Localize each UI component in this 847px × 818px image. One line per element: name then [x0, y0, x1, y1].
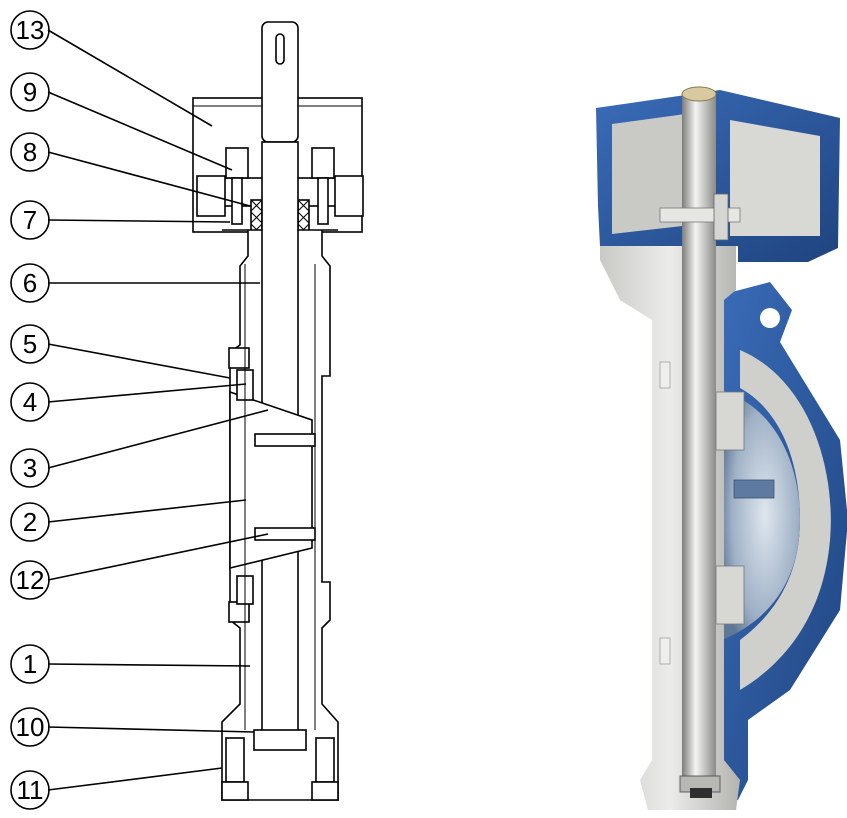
left-bolt-head — [225, 147, 249, 179]
render-body-section — [600, 246, 740, 810]
callout-9: 9 — [10, 72, 50, 112]
svg-text:12: 12 — [16, 565, 45, 595]
right-bolt-head — [311, 147, 335, 179]
svg-text:6: 6 — [23, 268, 37, 298]
svg-text:3: 3 — [23, 453, 37, 483]
callout-13: 13 — [10, 10, 50, 50]
callout-10: 10 — [10, 707, 50, 747]
right-nut — [334, 175, 364, 217]
callout-3: 3 — [10, 448, 50, 488]
render-stem — [682, 92, 716, 792]
lower-pin — [254, 527, 316, 541]
bottom-right-bolt — [315, 737, 335, 783]
stem-top — [261, 21, 299, 143]
callout-2: 2 — [10, 502, 50, 542]
bottom-cover — [253, 729, 307, 751]
svg-text:13: 13 — [16, 15, 45, 45]
callout-7: 7 — [10, 200, 50, 240]
callout-1: 1 — [10, 644, 50, 684]
callout-11: 11 — [10, 770, 50, 810]
callout-4: 4 — [10, 382, 50, 422]
callout-8: 8 — [10, 132, 50, 172]
lower-bearing-screw — [228, 601, 250, 623]
svg-text:11: 11 — [17, 775, 44, 805]
bottom-right-nut — [311, 781, 339, 801]
svg-text:5: 5 — [23, 329, 37, 359]
svg-text:4: 4 — [23, 387, 37, 417]
svg-text:8: 8 — [23, 137, 37, 167]
stem-slot — [275, 33, 285, 65]
callout-12: 12 — [10, 560, 50, 600]
upper-bearing-screw — [228, 347, 250, 369]
upper-pin — [254, 433, 316, 447]
callout-5: 5 — [10, 324, 50, 364]
svg-text:10: 10 — [16, 712, 45, 742]
callout-6: 6 — [10, 263, 50, 303]
leader-lines — [47, 29, 269, 791]
svg-text:2: 2 — [23, 507, 37, 537]
svg-text:7: 7 — [23, 205, 37, 235]
render-seat-ring — [740, 350, 831, 690]
right-bolt — [317, 177, 329, 225]
disc-section — [229, 390, 313, 570]
callouts: 13 9 8 7 6 5 4 3 — [10, 10, 50, 810]
bottom-left-bolt — [225, 737, 245, 783]
svg-text:9: 9 — [23, 77, 37, 107]
bottom-left-nut — [221, 781, 249, 801]
section-drawing — [192, 21, 364, 801]
svg-text:1: 1 — [23, 649, 37, 679]
cutaway-render — [596, 86, 847, 810]
